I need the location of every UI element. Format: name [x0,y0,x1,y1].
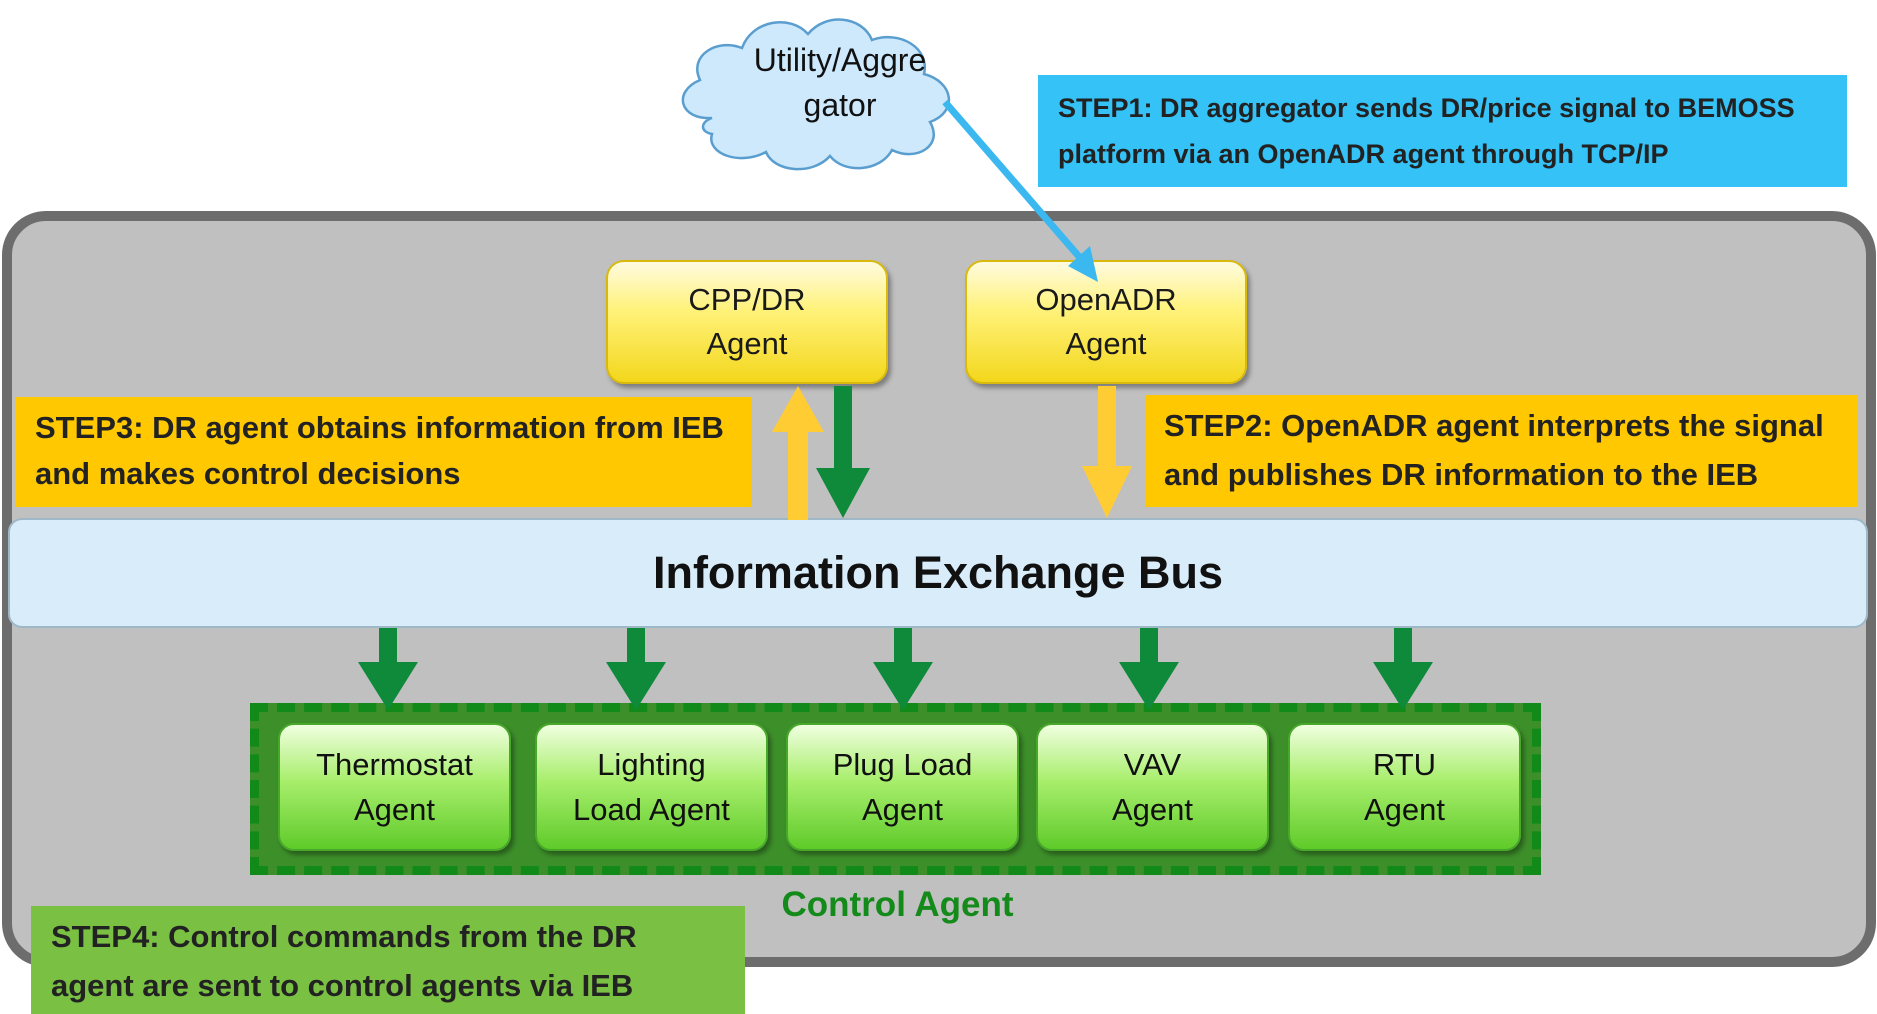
step2-box: STEP2: OpenADR agent interprets the sign… [1146,395,1858,507]
lighting-load-agent: Lighting Load Agent [535,723,768,851]
openadr-agent: OpenADR Agent [965,260,1247,384]
cpp-dr-agent: CPP/DR Agent [606,260,888,384]
rtu-agent: RTU Agent [1288,723,1521,851]
cloud-label: Utility/Aggre gator [753,42,927,123]
thermostat-agent: Thermostat Agent [278,723,511,851]
information-exchange-bus: Information Exchange Bus [8,518,1868,628]
plug-load-agent: Plug Load Agent [786,723,1019,851]
control-agent-label: Control Agent [781,885,1014,924]
step4-box: STEP4: Control commands from the DR agen… [31,906,745,1014]
step1-box: STEP1: DR aggregator sends DR/price sign… [1038,75,1847,187]
step3-box: STEP3: DR agent obtains information from… [15,397,751,507]
vav-agent: VAV Agent [1036,723,1269,851]
